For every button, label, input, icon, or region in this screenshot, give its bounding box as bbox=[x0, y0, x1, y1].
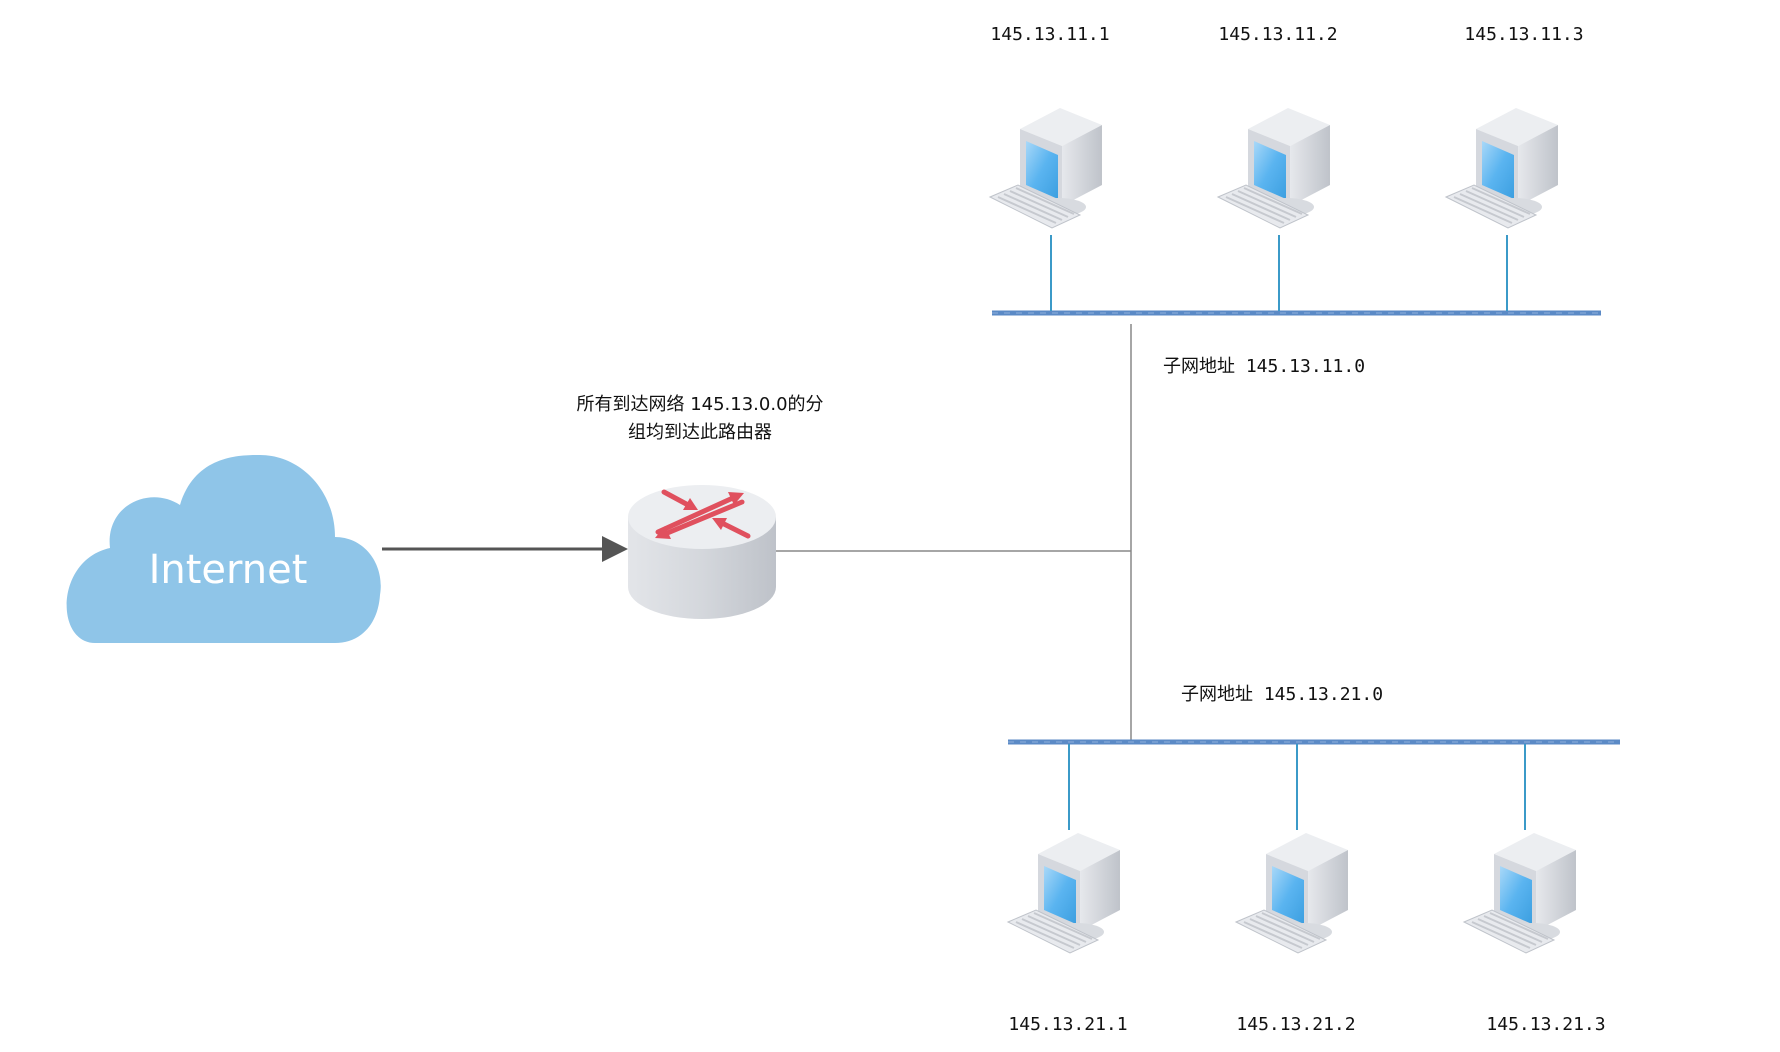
host-top-1: 145.13.11.1 bbox=[989, 24, 1110, 311]
computer-icon bbox=[1007, 832, 1121, 954]
host-ip-label: 145.13.11.2 bbox=[1218, 24, 1337, 45]
internet-to-router-arrow bbox=[382, 536, 628, 562]
computer-icon bbox=[1463, 832, 1577, 954]
computer-icon bbox=[1235, 832, 1349, 954]
host-ip-label: 145.13.11.3 bbox=[1464, 24, 1583, 45]
cloud-icon bbox=[66, 455, 381, 643]
computer-icon bbox=[989, 107, 1103, 229]
internet-label: Internet bbox=[149, 547, 308, 593]
host-top-2: 145.13.11.2 bbox=[1217, 24, 1338, 311]
subnet-bottom-label: 子网地址 145.13.21.0 bbox=[1181, 684, 1383, 705]
host-ip-label: 145.13.21.3 bbox=[1486, 1014, 1605, 1035]
host-bottom-2: 145.13.21.2 bbox=[1235, 744, 1356, 1035]
router-caption-line1: 所有到达网络 145.13.0.0的分 bbox=[576, 394, 823, 415]
host-ip-label: 145.13.21.2 bbox=[1236, 1014, 1355, 1035]
computer-icon bbox=[1217, 107, 1331, 229]
router-icon bbox=[628, 485, 776, 619]
host-bottom-1: 145.13.21.1 bbox=[1007, 744, 1128, 1035]
host-ip-label: 145.13.11.1 bbox=[990, 24, 1109, 45]
computer-icon bbox=[1445, 107, 1559, 229]
internet-cloud: Internet bbox=[66, 455, 381, 643]
host-ip-label: 145.13.21.1 bbox=[1008, 1014, 1127, 1035]
router-caption-line2: 组均到达此路由器 bbox=[628, 422, 772, 443]
subnet-top-label: 子网地址 145.13.11.0 bbox=[1163, 356, 1365, 377]
host-bottom-3: 145.13.21.3 bbox=[1463, 744, 1606, 1035]
host-top-3: 145.13.11.3 bbox=[1445, 24, 1584, 311]
